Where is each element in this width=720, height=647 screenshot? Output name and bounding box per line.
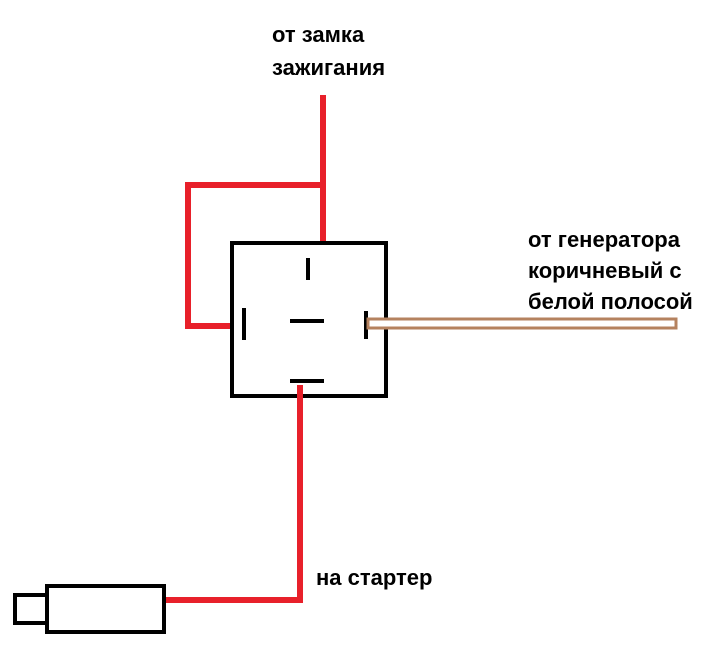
ignition-wire-to-coil <box>185 182 323 329</box>
ignition-label-line1: от замка <box>272 22 365 47</box>
generator-wire <box>366 317 678 330</box>
generator-label-line1: от генератора <box>528 227 680 252</box>
generator-label-line3: белой полосой <box>528 289 693 314</box>
starter-label: на стартер <box>316 565 433 590</box>
starter-wire <box>162 385 303 603</box>
ignition-label-line2: зажигания <box>272 55 386 80</box>
starter-connector-tip <box>13 593 49 625</box>
generator-label-line2: коричневый с <box>528 258 682 283</box>
starter-connector-body <box>45 584 166 634</box>
